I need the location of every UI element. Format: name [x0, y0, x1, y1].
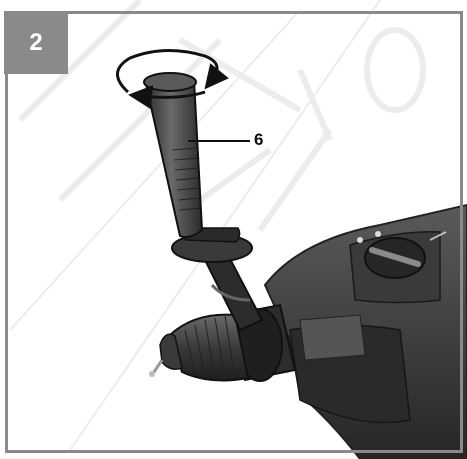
hammer-drill-body: [263, 203, 467, 459]
figure-number-badge: 2: [4, 11, 68, 74]
watermark: [9, 0, 426, 451]
figure-frame: [5, 11, 463, 453]
part-callout-label: 6: [254, 130, 264, 149]
auxiliary-handle: [143, 72, 253, 263]
rotation-arrow-icon: [116, 48, 229, 110]
